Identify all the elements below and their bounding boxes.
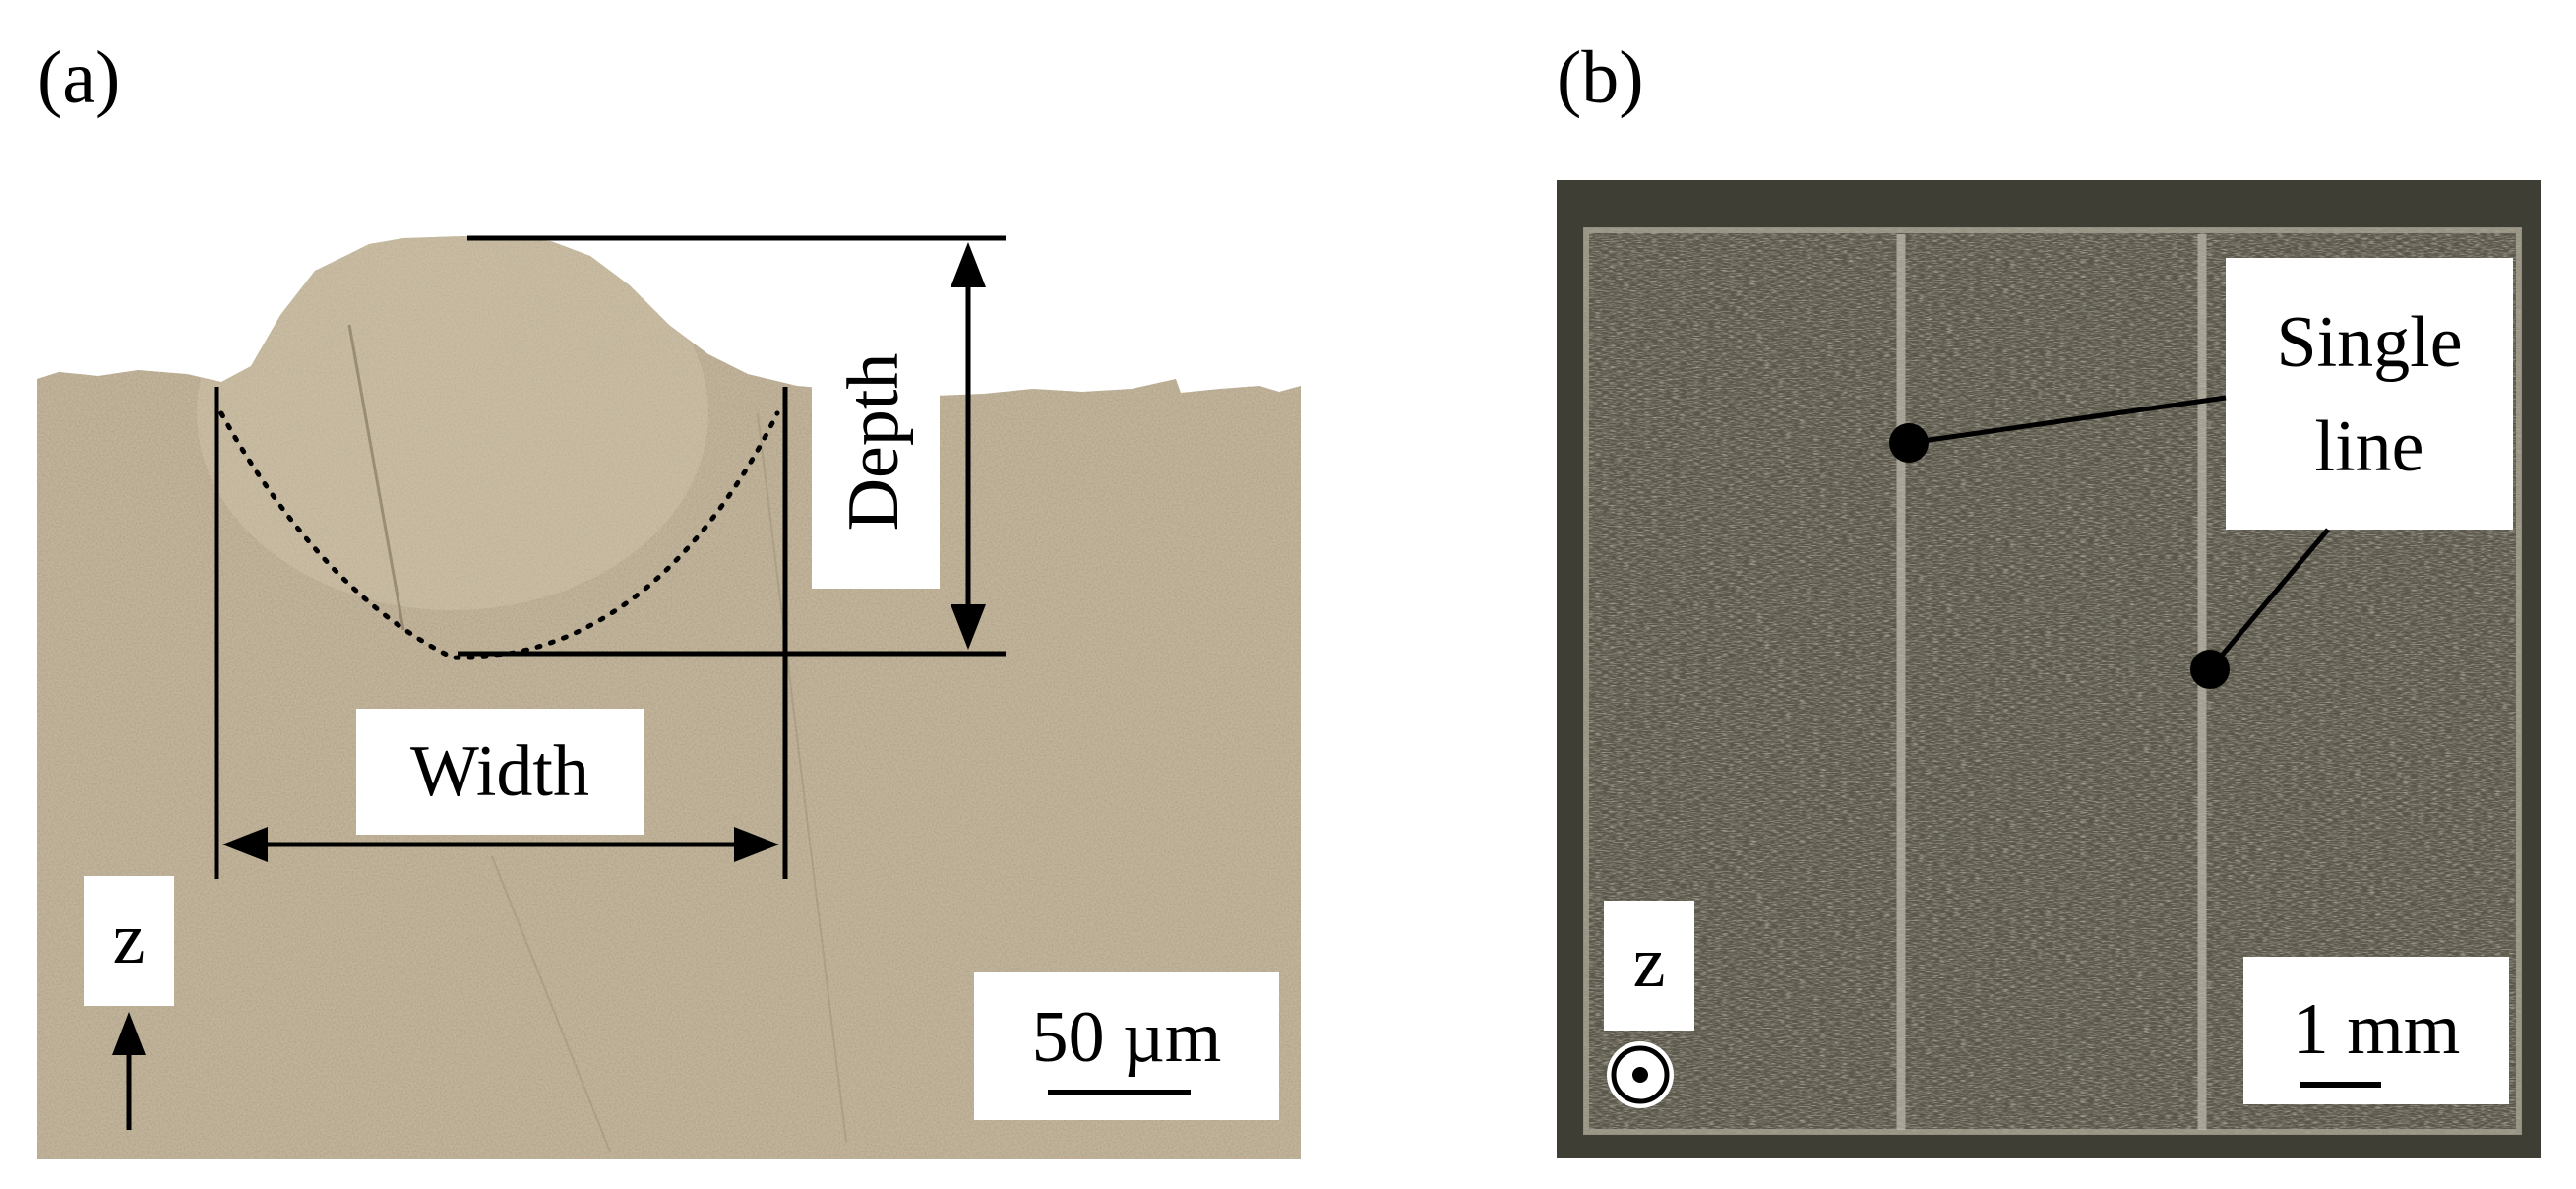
z-arrow-up-icon xyxy=(112,1012,146,1130)
width-label-box xyxy=(356,709,644,835)
panel-a-label: (a) xyxy=(37,36,120,119)
z-label-a: z xyxy=(113,899,146,979)
width-arrow xyxy=(222,827,779,862)
panel-b: (b) Single line z xyxy=(1557,36,2541,1158)
z-label-box-a xyxy=(84,876,174,1006)
callout-leader-2 xyxy=(2190,528,2330,689)
z-label-b: z xyxy=(1633,922,1666,1003)
callout-leader-1 xyxy=(1889,395,2227,463)
panel-b-label: (b) xyxy=(1557,36,1644,119)
callout-line-1: Single xyxy=(2276,302,2462,383)
callout-line-2: line xyxy=(2315,407,2424,487)
width-label: Width xyxy=(410,731,589,812)
panel-a: (a) Depth xyxy=(37,36,1301,1159)
depth-label-box xyxy=(812,295,940,589)
single-line-callout-box xyxy=(2226,258,2513,530)
depth-label: Depth xyxy=(833,353,914,532)
z-label-box-b xyxy=(1604,901,1694,1031)
scale-bar-box-b xyxy=(2243,957,2509,1104)
depth-arrow xyxy=(951,242,986,650)
melt-pool-boundary xyxy=(218,410,780,660)
scale-bar-label-a: 50 µm xyxy=(1032,997,1222,1078)
scale-bar-label-b: 1 mm xyxy=(2293,989,2461,1070)
z-out-of-plane-icon xyxy=(1607,1041,1674,1108)
